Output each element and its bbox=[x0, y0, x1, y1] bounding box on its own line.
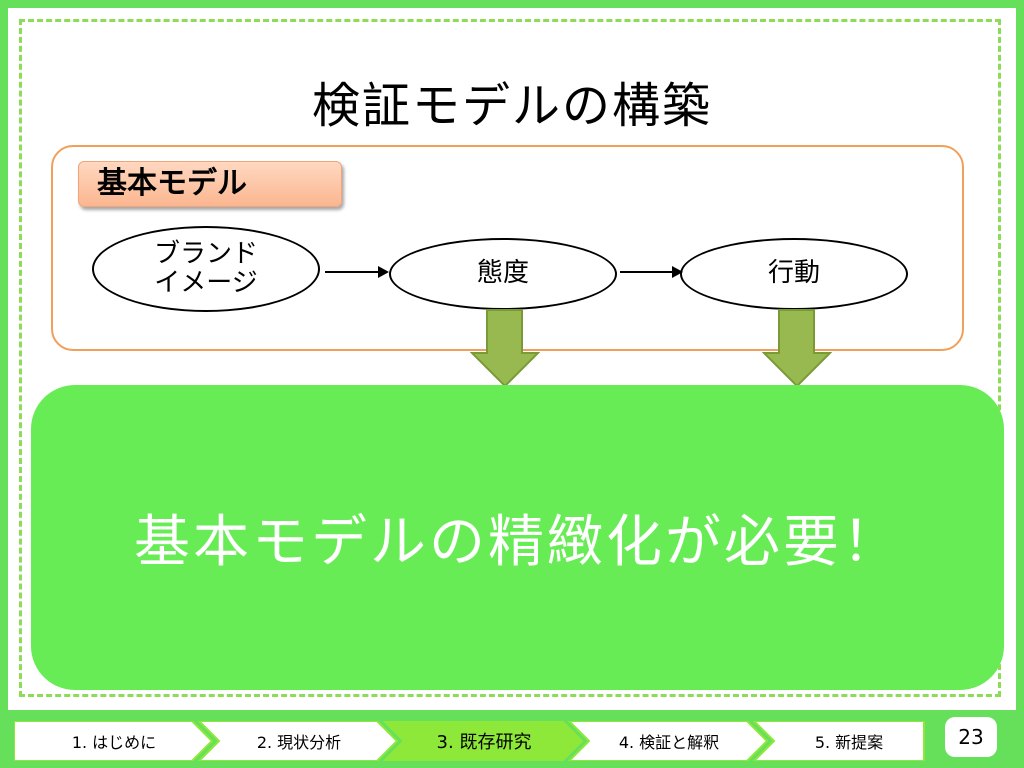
dashed-frame bbox=[19, 19, 1001, 697]
nav-step-2-label: 2. 現状分析 bbox=[256, 733, 342, 752]
basic-model-label: 基本モデル bbox=[78, 161, 342, 207]
nav-step-4[interactable]: 4. 検証と解釈 bbox=[589, 721, 749, 761]
nav-step-4-label: 4. 検証と解釈 bbox=[618, 733, 720, 752]
section-navigation: 1. はじめに 2. 現状分析 3. 既存研究 4. 検証と解釈 5. 新提案 bbox=[14, 721, 927, 761]
arrow-brand-to-attitude-head bbox=[378, 266, 389, 278]
brand-image-node: ブランド イメージ bbox=[92, 226, 320, 312]
nav-chevron-4 bbox=[567, 721, 769, 761]
refinement-callout: 基本モデルの精緻化が必要！ bbox=[31, 385, 1004, 690]
slide-title: 検証モデルの構築 bbox=[311, 78, 712, 134]
nav-step-3[interactable]: 3. 既存研究 bbox=[404, 721, 564, 761]
nav-chevrons bbox=[14, 721, 925, 761]
attitude-node: 態度 bbox=[389, 238, 617, 310]
action-label: 行動 bbox=[767, 258, 820, 289]
nav-step-5-label: 5. 新提案 bbox=[814, 733, 884, 752]
nav-step-2[interactable]: 2. 現状分析 bbox=[219, 721, 379, 761]
arrow-attitude-to-action-head bbox=[672, 266, 683, 278]
page-number: 23 bbox=[945, 717, 997, 757]
nav-step-1[interactable]: 1. はじめに bbox=[34, 721, 194, 761]
nav-chevron-5 bbox=[752, 721, 925, 761]
nav-step-5[interactable]: 5. 新提案 bbox=[774, 721, 924, 761]
brand-image-label: ブランド イメージ bbox=[153, 238, 258, 298]
nav-step-3-label: 3. 既存研究 bbox=[436, 732, 532, 753]
action-node: 行動 bbox=[680, 238, 908, 310]
down-arrow-attitude bbox=[470, 309, 540, 388]
arrow-brand-to-attitude bbox=[325, 271, 380, 273]
nav-step-1-label: 1. はじめに bbox=[71, 733, 157, 752]
nav-chevron-3 bbox=[382, 721, 584, 761]
nav-chevron-2 bbox=[197, 721, 399, 761]
attitude-label: 態度 bbox=[476, 258, 529, 289]
arrow-attitude-to-action bbox=[620, 271, 675, 273]
nav-chevron-1 bbox=[14, 721, 214, 761]
down-arrow-action bbox=[762, 309, 832, 388]
